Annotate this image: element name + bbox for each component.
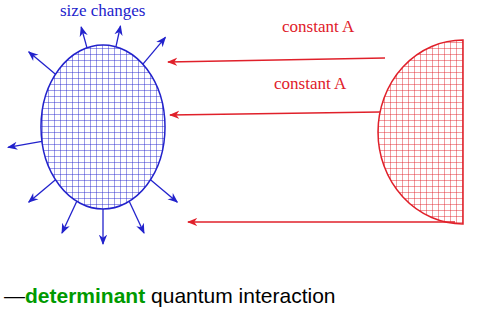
force-arrows: [168, 58, 455, 222]
caption-line: —determinant quantum interaction: [4, 284, 336, 308]
dash: —: [4, 284, 25, 307]
figure-label: size changes: [60, 1, 145, 21]
keyword: determinant: [25, 284, 145, 307]
red-body: [378, 40, 463, 224]
caption-text: quantum interaction: [151, 284, 335, 307]
force-label: constant A: [274, 74, 346, 94]
expansion-arrows: [8, 26, 177, 244]
force-label: constant A: [282, 17, 354, 37]
blue-body: [41, 45, 165, 209]
